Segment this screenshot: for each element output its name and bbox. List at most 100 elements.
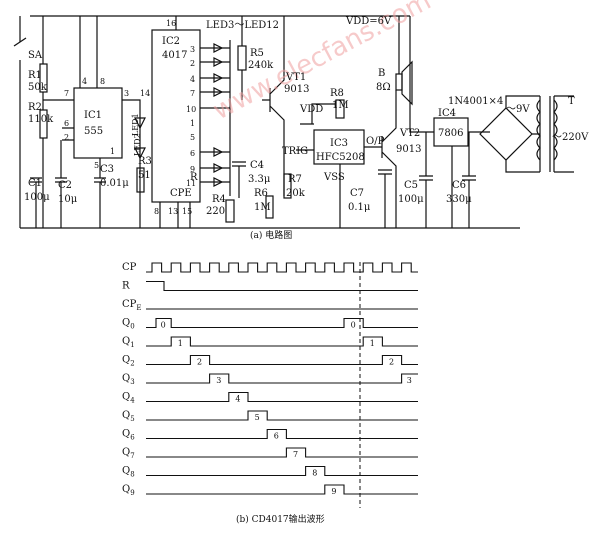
circuit-caption: (a) 电路图 <box>250 229 292 241</box>
signal-trace-q0 <box>146 317 418 329</box>
pulse-number: 7 <box>293 450 298 459</box>
transformer-label: T <box>568 96 575 107</box>
pulse-number: 0 <box>161 321 166 330</box>
ic1-name: IC1 <box>84 110 102 121</box>
c4-value: 3.3μ <box>248 174 271 185</box>
ic2-pin: 1 <box>190 119 195 128</box>
ic1-pin: 4 <box>82 77 87 86</box>
signal-label-q2: Q2 <box>122 355 135 368</box>
r2-name: R2 <box>28 102 42 113</box>
waveform-traces <box>146 262 418 495</box>
circuit-labels: (a) 电路图 www.elecfans.com VDD=6V SA R1 50… <box>24 0 589 241</box>
signal-trace-q7 <box>146 447 418 458</box>
reset-label: R <box>190 172 198 183</box>
speaker-name: B <box>378 68 385 79</box>
pulse-number: 1 <box>370 339 375 348</box>
ic2-pin: 6 <box>190 149 195 158</box>
vss-label: VSS <box>323 172 345 183</box>
c1-value: 100μ <box>24 192 50 203</box>
ic2-pin: 5 <box>190 133 195 142</box>
r1-value: 50k <box>28 82 48 93</box>
signal-label-q0: Q0 <box>122 318 135 331</box>
ic2-pin: 14 <box>140 89 150 98</box>
ic2-pin: 2 <box>190 59 195 68</box>
r3-value: 51 <box>138 170 151 181</box>
ic3-type: HFC5208 <box>316 152 365 163</box>
v9-label: ～9V <box>506 104 530 115</box>
signal-label-q1: Q1 <box>122 336 135 349</box>
c3-value: 0.01μ <box>100 178 129 189</box>
signal-label-q3: Q3 <box>122 373 135 386</box>
ic1-pin: 5 <box>94 161 99 170</box>
c6-value: 330μ <box>446 194 472 205</box>
ic1-pin: 8 <box>100 77 105 86</box>
diodes-label: 1N4001×4 <box>448 96 503 107</box>
pulse-number: 4 <box>235 395 240 404</box>
vdd-label: VDD <box>299 104 323 115</box>
supply-label: VDD=6V <box>345 16 392 27</box>
c7-name: C7 <box>350 188 364 199</box>
pulse-number: 5 <box>255 413 260 422</box>
signal-label-q6: Q6 <box>122 429 135 442</box>
r1-name: R1 <box>28 70 42 81</box>
c5-value: 100μ <box>398 194 424 205</box>
ic4-type: 7806 <box>438 128 463 139</box>
ic1-pin: 6 <box>64 119 69 128</box>
ic1-pin: 2 <box>64 133 69 142</box>
pulse-number: 6 <box>274 432 279 441</box>
op-label: O/P <box>366 136 385 147</box>
signal-label-cpe: CPE <box>122 299 142 312</box>
ic2-pin: 11 <box>186 179 196 188</box>
pulse-number: 3 <box>216 376 221 385</box>
pulse-number: 8 <box>312 469 317 478</box>
pulse-number: 0 <box>351 321 356 330</box>
signal-trace-q8 <box>146 465 418 477</box>
c1-name: C1 <box>28 178 42 189</box>
signal-label-r: R <box>122 281 130 292</box>
r7-name: R7 <box>288 174 302 185</box>
ic1-pin: 1 <box>110 147 115 156</box>
signal-trace-q2 <box>146 354 418 366</box>
ic1-type: 555 <box>84 126 103 137</box>
r5-name: R5 <box>250 48 264 59</box>
r4-value: 220 <box>206 206 225 217</box>
ic-pin-numbers: 7 6 2 4 8 3 1 5 16 14 8 13 15 3 2 4 7 10… <box>64 19 196 216</box>
c4-name: C4 <box>250 160 264 171</box>
r2-value: 110k <box>28 114 54 125</box>
r6-value: 1M <box>254 202 271 213</box>
signal-trace-q9 <box>146 484 418 495</box>
switch-label: SA <box>28 50 43 61</box>
v220-label: ～220V <box>552 132 589 143</box>
speaker-value: 8Ω <box>376 82 391 93</box>
signal-label-q9: Q9 <box>122 484 135 497</box>
waveform-caption: (b) CD4017输出波形 <box>236 513 325 525</box>
signal-trace-q5 <box>146 410 418 421</box>
r6-name: R6 <box>254 188 268 199</box>
c2-name: C2 <box>58 180 72 191</box>
led2-label: LED2 <box>133 133 142 156</box>
ic2-pin: 4 <box>190 75 195 84</box>
c3-name: C3 <box>100 164 114 175</box>
c5-name: C5 <box>404 180 418 191</box>
vt2-name: VT2 <box>399 128 420 139</box>
ic1-pin: 7 <box>64 89 69 98</box>
ic1-pin: 3 <box>124 89 129 98</box>
r7-value: 20k <box>286 188 306 199</box>
signal-label-q4: Q4 <box>122 392 135 405</box>
signal-trace-q1 <box>146 336 418 347</box>
vt2-type: 9013 <box>396 144 421 155</box>
signal-trace-q3 <box>146 373 418 384</box>
led-range-label: LED3～LED12 <box>206 20 279 31</box>
ic3-name: IC3 <box>330 138 348 149</box>
trig-label: TRIG <box>282 146 308 157</box>
pulse-number: 2 <box>389 358 394 367</box>
pulse-number: 1 <box>178 339 183 348</box>
ic2-pin: 8 <box>154 207 159 216</box>
pulse-number: 9 <box>331 487 336 496</box>
ic2-pin: 9 <box>190 165 195 174</box>
c6-name: C6 <box>452 180 466 191</box>
c7-value: 0.1μ <box>348 202 371 213</box>
ic2-pin: 3 <box>190 45 195 54</box>
